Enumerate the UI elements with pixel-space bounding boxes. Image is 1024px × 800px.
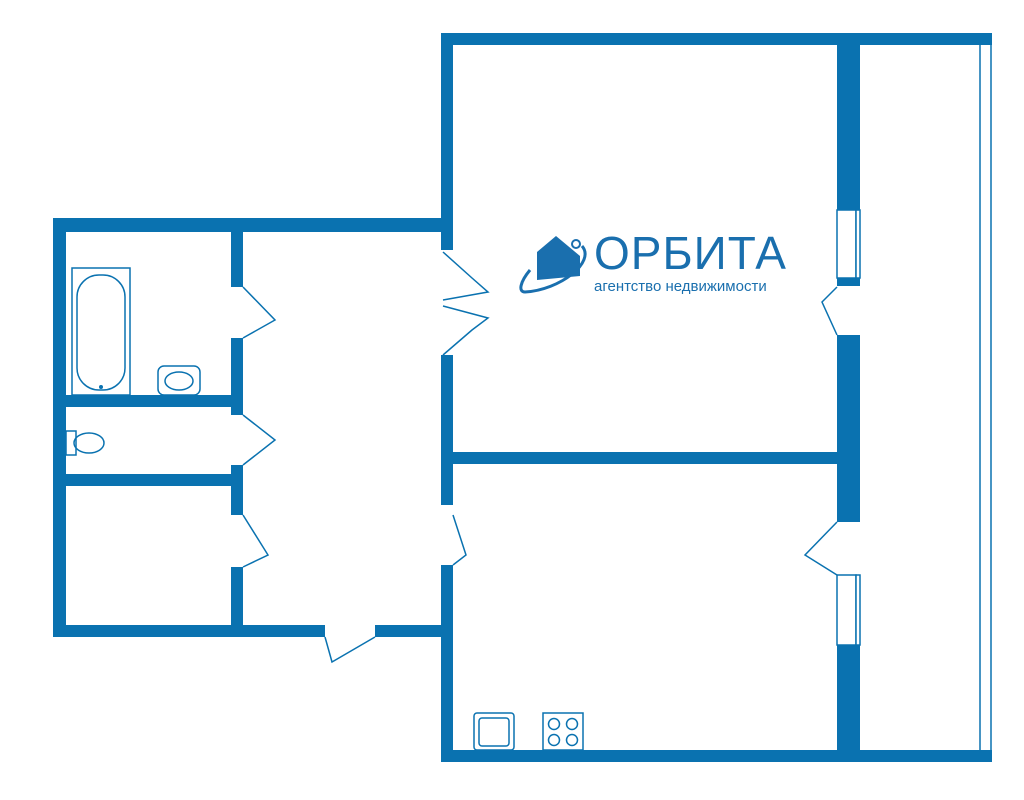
window	[836, 574, 857, 646]
wall-balcony	[837, 645, 860, 750]
wall-interior	[231, 567, 243, 625]
bathtub	[71, 267, 131, 396]
door	[442, 305, 490, 356]
wall-wc	[66, 474, 231, 486]
bathtub-inner	[76, 274, 126, 391]
door	[803, 521, 838, 576]
stove-burner	[565, 717, 579, 731]
door	[324, 636, 376, 664]
wall-balcony	[837, 335, 860, 522]
wall-balcony	[837, 278, 860, 286]
wall-left-outer	[53, 218, 66, 637]
wall-bath	[66, 395, 231, 407]
door	[452, 514, 467, 566]
door	[821, 286, 838, 336]
wall-interior	[231, 465, 243, 515]
door	[442, 251, 490, 301]
wall-top	[441, 33, 992, 45]
door	[242, 414, 277, 466]
wall-right-block-left	[441, 565, 453, 762]
house-orbit-icon	[519, 236, 587, 294]
bathroom-sink-bowl	[164, 371, 194, 391]
stove-burner	[565, 733, 579, 747]
bathroom-sink	[157, 365, 201, 396]
toilet-tank	[65, 430, 77, 456]
door	[242, 514, 270, 568]
window-pane	[855, 574, 861, 646]
wall-room-divider	[453, 452, 837, 464]
bathtub-drain	[99, 385, 103, 389]
door	[242, 286, 277, 339]
wall-left-bottom	[53, 625, 325, 637]
wall-interior	[231, 338, 243, 415]
wall-right-block-left	[441, 355, 453, 505]
kitchen-sink-bowl	[478, 717, 510, 747]
stove	[542, 712, 584, 751]
wall-balcony	[837, 45, 860, 210]
wall-interior	[231, 232, 243, 287]
stove-burner	[547, 717, 561, 731]
window	[836, 209, 857, 279]
wall-bottom	[441, 750, 992, 762]
toilet-bowl	[73, 432, 105, 454]
logo-subtitle: агентство недвижимости	[594, 278, 767, 295]
kitchen-sink	[473, 712, 515, 751]
wall-right-block-left	[441, 33, 453, 250]
logo-title: ОРБИТА	[594, 227, 787, 279]
wall-left-top	[53, 218, 441, 232]
stove-burner	[547, 733, 561, 747]
wall-left-bottom	[375, 625, 441, 637]
window-pane	[855, 209, 861, 279]
